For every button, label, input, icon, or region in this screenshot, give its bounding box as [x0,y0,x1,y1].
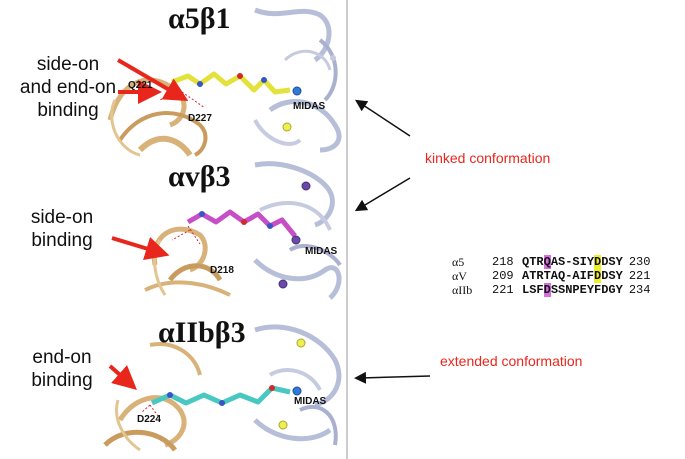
residue-label: D218 [210,265,234,276]
panel1-binding-label: side-on and end-on binding [19,54,117,121]
panel3-title: αIIbβ3 [158,316,246,349]
seq-end: 230 [628,255,651,269]
panel1-structure [107,7,342,157]
extended-arrow [354,371,431,384]
panel3-structure [103,324,342,452]
alignment-row-av: αV 209 ATRTAQ-AIFDDSY 221 [452,269,650,283]
seq-residues: QTRQAS-SIYDDSY [522,255,623,269]
midas-label: MIDAS [305,246,338,257]
kinked-arrow-1 [354,99,411,137]
sequence-alignment: α5 218 QTRQAS-SIYDDSY 230 αV 209 ATRTAQ-… [452,255,650,297]
seq-residues: ATRTAQ-AIFDDSY [522,269,623,283]
kinked-conformation-label: kinked conformation [425,150,551,166]
kinked-arrow-2 [354,177,411,212]
seq-residues: LSFDSSNPEYFDGY [522,283,623,297]
seq-start: 209 [492,269,514,283]
midas-label: MIDAS [294,396,327,407]
extended-conformation-label: extended conformation [440,353,583,369]
binding-arrow-2 [111,236,170,260]
panel1-title: α5β1 [168,2,231,35]
panel2-structure [144,161,342,300]
seq-name: αV [452,269,467,283]
seq-name: α5 [452,255,465,269]
panel2-binding-label: side-on binding [30,207,94,251]
seq-end: 221 [628,269,651,283]
seq-end: 234 [628,283,651,297]
binding-arrow-1a [116,58,189,102]
seq-name: αIIb [452,283,473,297]
seq-start: 221 [492,283,514,297]
alignment-row-a5: α5 218 QTRQAS-SIYDDSY 230 [452,255,650,269]
alignment-row-aiib: αIIb 221 LSFDSSNPEYFDGY 234 [452,283,650,297]
residue-label: D224 [137,414,161,425]
residue-label: D227 [188,113,212,124]
panel3-binding-label: end-on binding [31,347,93,391]
residue-label: Q221 [128,80,153,91]
panel2-title: αvβ3 [168,160,231,193]
midas-label: MIDAS [293,101,326,112]
binding-arrow-3 [108,364,137,390]
seq-start: 218 [492,255,514,269]
